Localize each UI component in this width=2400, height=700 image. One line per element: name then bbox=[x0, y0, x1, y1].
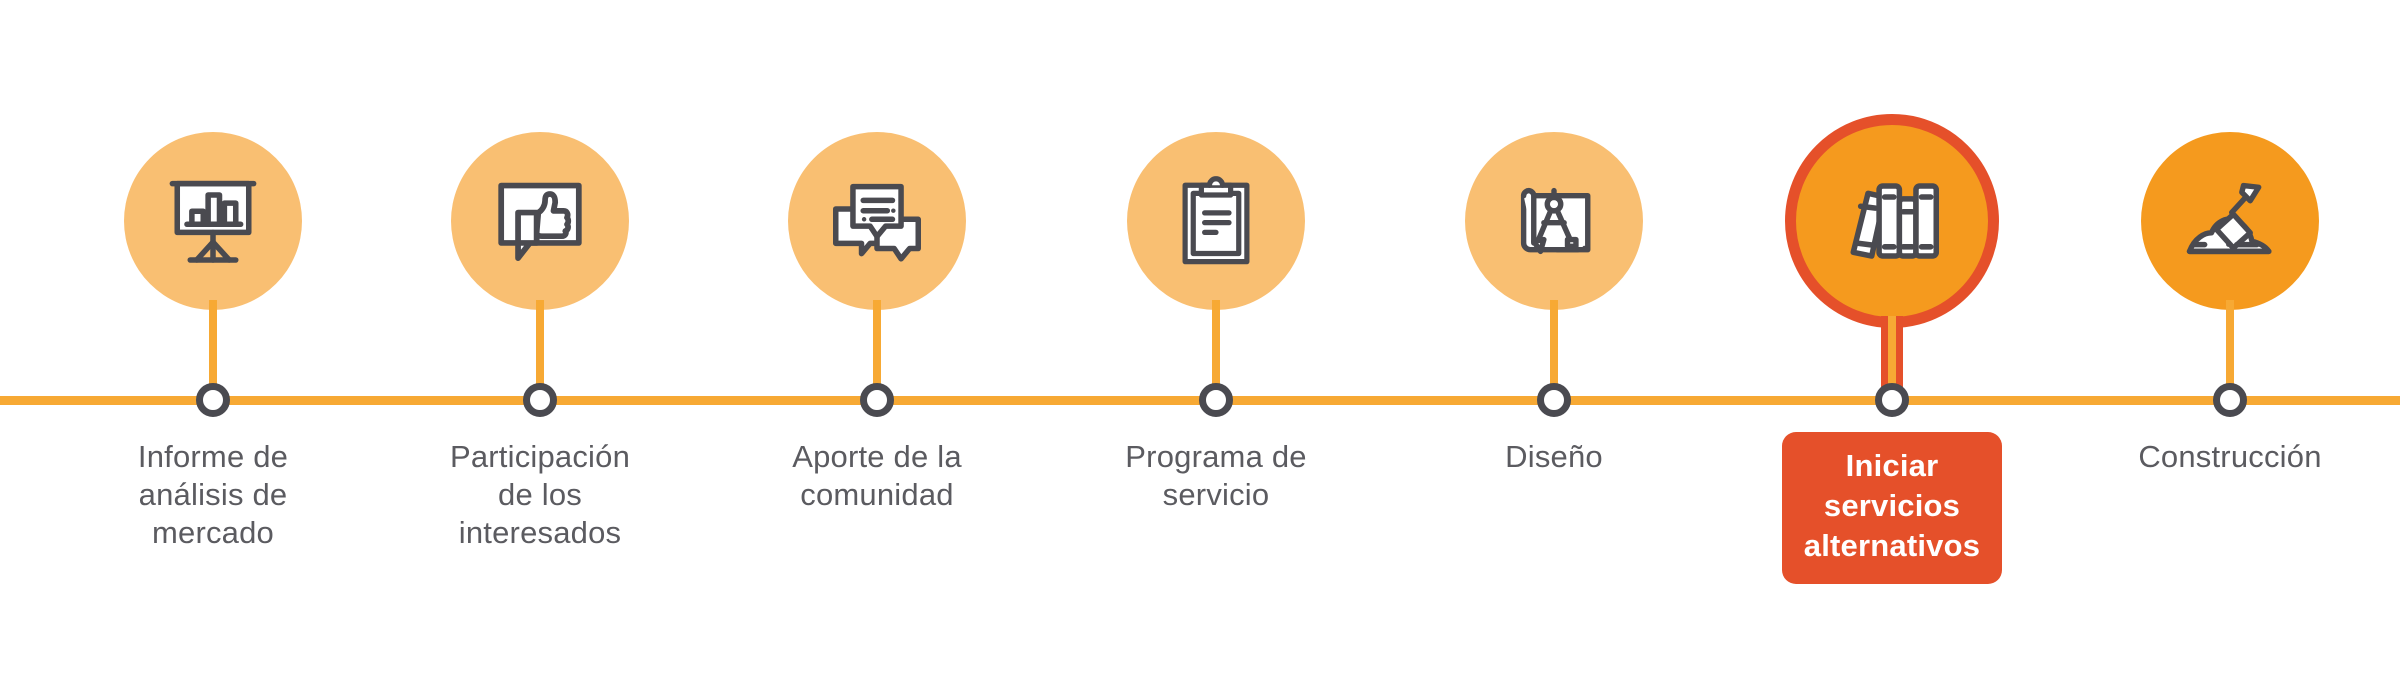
timeline-node-4[interactable] bbox=[1199, 383, 1233, 417]
step-connector-5 bbox=[1550, 300, 1558, 406]
step-label-6-badge[interactable]: Iniciar servicios alternativos bbox=[1782, 432, 2002, 584]
step-connector-7 bbox=[2226, 300, 2234, 406]
step-connector-4 bbox=[1212, 300, 1220, 406]
shovel-dirt-icon bbox=[2186, 182, 2272, 255]
timeline-step-7[interactable]: Construcción bbox=[2061, 0, 2399, 700]
step-icon-bubble-3 bbox=[788, 132, 966, 310]
clipboard-document-icon bbox=[1182, 176, 1250, 265]
presentation-bar-chart-icon bbox=[169, 180, 257, 263]
step-connector-1 bbox=[209, 300, 217, 406]
timeline-node-5[interactable] bbox=[1537, 383, 1571, 417]
step-icon-bubble-5 bbox=[1465, 132, 1643, 310]
step-label-4: Programa de servicio bbox=[1125, 439, 1307, 512]
timeline-step-1[interactable]: Informe de análisis de mercado bbox=[44, 0, 382, 700]
step-icon-bubble-4 bbox=[1127, 132, 1305, 310]
step-icon-bubble-6 bbox=[1785, 114, 1999, 328]
books-binders-icon bbox=[1850, 183, 1940, 259]
chat-bubbles-icon bbox=[833, 183, 921, 262]
blueprint-compass-icon bbox=[1520, 187, 1591, 255]
step-label-7: Construcción bbox=[2138, 439, 2322, 474]
timeline-node-2[interactable] bbox=[523, 383, 557, 417]
timeline-node-7[interactable] bbox=[2213, 383, 2247, 417]
timeline-step-2[interactable]: Participación de los interesados bbox=[371, 0, 709, 700]
step-label-1: Informe de análisis de mercado bbox=[137, 439, 289, 550]
thumbs-up-speech-bubble-icon bbox=[498, 182, 582, 261]
timeline-step-5[interactable]: Diseño bbox=[1385, 0, 1723, 700]
step-connector-2 bbox=[536, 300, 544, 406]
step-icon-bubble-7 bbox=[2141, 132, 2319, 310]
timeline-node-3[interactable] bbox=[860, 383, 894, 417]
step-label-3: Aporte de la comunidad bbox=[792, 439, 962, 512]
timeline-node-6[interactable] bbox=[1875, 383, 1909, 417]
timeline-step-3[interactable]: Aporte de la comunidad bbox=[708, 0, 1046, 700]
timeline-step-6[interactable]: Iniciar servicios alternativos bbox=[1723, 0, 2061, 700]
step-label-5: Diseño bbox=[1505, 439, 1603, 474]
step-icon-bubble-1 bbox=[124, 132, 302, 310]
step-icon-bubble-2 bbox=[451, 132, 629, 310]
step-connector-3 bbox=[873, 300, 881, 406]
step-connector-inner-6 bbox=[1888, 316, 1896, 406]
timeline-step-4[interactable]: Programa de servicio bbox=[1047, 0, 1385, 700]
timeline-node-1[interactable] bbox=[196, 383, 230, 417]
step-label-2: Participación de los interesados bbox=[449, 439, 631, 550]
